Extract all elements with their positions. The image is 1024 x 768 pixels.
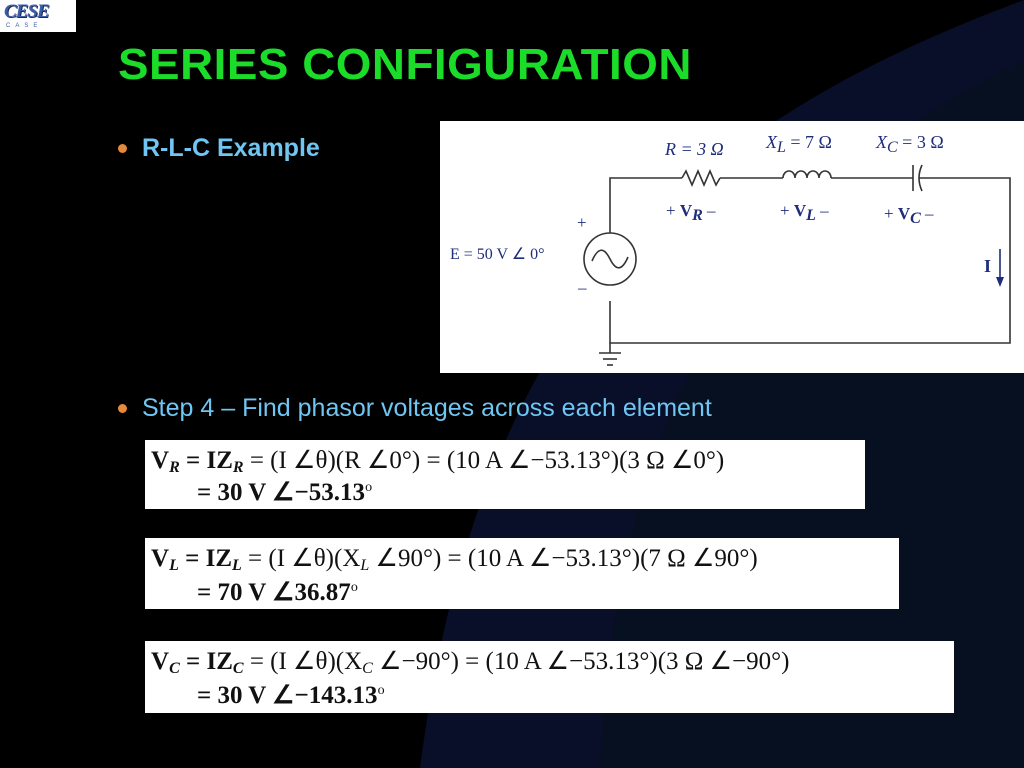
- source-plus: +: [577, 213, 587, 232]
- eq-result: = 30 V ∠−143.13: [197, 682, 378, 709]
- vr-label: + VR –: [666, 202, 716, 224]
- bullet-dot: [118, 144, 127, 153]
- bullet-rlc-example: R-L-C Example: [142, 134, 320, 162]
- equation-vr-line2: = 30 V ∠−53.13o: [197, 480, 372, 505]
- eq-degree: o: [350, 580, 358, 595]
- equation-vl: VL = IZL = (I ∠θ)(XL ∠90°) = (10 A ∠−53.…: [145, 538, 899, 609]
- logo: CESE CASE: [0, 0, 76, 32]
- inductor-label: XL = 7 Ω: [766, 133, 832, 156]
- eq-iz-sub: L: [232, 557, 242, 574]
- circuit-diagram: R = 3 Ω XL = 7 Ω XC = 3 Ω + VR – + VL – …: [440, 121, 1024, 373]
- logo-text: CESE: [4, 1, 50, 22]
- capacitor-label: XC = 3 Ω: [876, 133, 944, 156]
- eq-var: V: [151, 648, 170, 675]
- vr-name: V: [679, 201, 693, 220]
- vc-sub: C: [910, 210, 921, 227]
- equation-vr: VR = IZR = (I ∠θ)(R ∠0°) = (10 A ∠−53.13…: [145, 440, 865, 509]
- eq-iz-sub: C: [232, 660, 244, 677]
- equation-vl-line2: = 70 V ∠36.87o: [197, 580, 358, 605]
- eq-rest-sub: L: [360, 557, 370, 574]
- vc-label: + VC –: [884, 205, 934, 227]
- eq-degree: o: [377, 683, 385, 698]
- equation-vc: VC = IZC = (I ∠θ)(XC ∠−90°) = (10 A ∠−53…: [145, 641, 954, 713]
- eq-tail: ∠−90°) = (10 A ∠−53.13°)(3 Ω ∠−90°): [372, 648, 790, 675]
- equation-vr-line1: VR = IZR = (I ∠θ)(R ∠0°) = (10 A ∠−53.13…: [151, 448, 724, 476]
- equation-vl-line1: VL = IZL = (I ∠θ)(XL ∠90°) = (10 A ∠−53.…: [151, 546, 758, 574]
- eq-var: V: [151, 545, 170, 572]
- eq-rest-sub: C: [362, 660, 373, 677]
- vl-sub: L: [806, 207, 816, 224]
- equation-vc-line1: VC = IZC = (I ∠θ)(XC ∠−90°) = (10 A ∠−53…: [151, 649, 789, 677]
- eq-var-sub: R: [169, 459, 180, 476]
- equation-vc-line2: = 30 V ∠−143.13o: [197, 683, 385, 708]
- vc-plus: +: [884, 204, 894, 223]
- vl-plus: +: [780, 201, 790, 220]
- vl-label: + VL –: [780, 202, 829, 224]
- eq-iz: = IZ: [178, 545, 232, 572]
- inductor-value: = 7 Ω: [785, 132, 832, 152]
- eq-var-sub: L: [169, 557, 179, 574]
- capacitor-value: = 3 Ω: [897, 132, 944, 152]
- circuit-wires: [583, 164, 1011, 366]
- resistor-label: R = 3 Ω: [665, 139, 724, 159]
- inductor-symbol-sub: L: [777, 139, 786, 156]
- capacitor-symbol-sub: C: [887, 139, 898, 156]
- eq-iz: = IZ: [179, 648, 233, 675]
- source-minus: –: [578, 278, 587, 297]
- slide-title: SERIES CONFIGURATION: [118, 40, 692, 89]
- vl-minus: –: [820, 201, 829, 220]
- vc-name: V: [897, 204, 911, 223]
- vc-minus: –: [925, 204, 934, 223]
- inductor-symbol: X: [766, 132, 777, 152]
- vr-sub: R: [692, 207, 703, 224]
- eq-rest: = (I ∠θ)(X: [243, 648, 363, 675]
- vl-name: V: [793, 201, 807, 220]
- current-label: I: [984, 256, 992, 276]
- eq-var-sub: C: [169, 660, 180, 677]
- bullet-step-4: Step 4 – Find phasor voltages across eac…: [142, 394, 712, 422]
- logo-subtext: CASE: [6, 23, 43, 29]
- eq-result: = 70 V ∠36.87: [197, 579, 351, 606]
- eq-result: = 30 V ∠−53.13: [197, 479, 366, 506]
- vr-minus: –: [707, 201, 716, 220]
- eq-iz: = IZ: [179, 447, 233, 474]
- vr-plus: +: [666, 201, 676, 220]
- source-label: E = 50 V ∠ 0°: [450, 246, 545, 263]
- eq-tail: ∠90°) = (10 A ∠−53.13°)(7 Ω ∠90°): [369, 545, 758, 572]
- eq-degree: o: [365, 480, 373, 495]
- eq-iz-sub: R: [232, 459, 244, 476]
- capacitor-symbol: X: [876, 132, 887, 152]
- eq-var: V: [151, 447, 170, 474]
- eq-rest: = (I ∠θ)(R ∠0°) = (10 A ∠−53.13°)(3 Ω ∠0…: [243, 447, 725, 474]
- eq-rest: = (I ∠θ)(X: [241, 545, 361, 572]
- bullet-dot: [118, 404, 127, 413]
